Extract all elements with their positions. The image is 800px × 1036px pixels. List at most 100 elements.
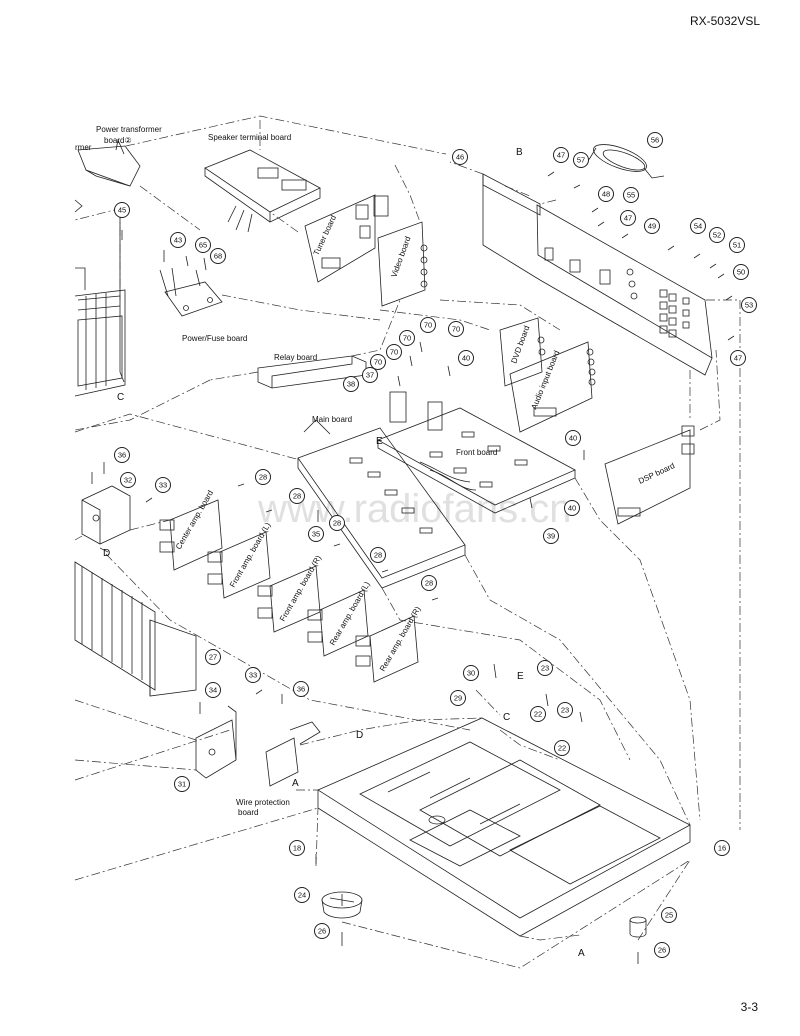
- callout-number: 36: [118, 451, 126, 460]
- wire-protection-board: [265, 721, 321, 787]
- callout-50: 50: [733, 264, 749, 280]
- callout-number: 24: [298, 891, 306, 900]
- callout-circle: [255, 469, 271, 485]
- callout-number: 40: [462, 354, 470, 363]
- callout-circle: [450, 690, 466, 706]
- callout-number: 55: [627, 191, 635, 200]
- audio-input-board: [509, 341, 596, 433]
- callout-38: 38: [343, 376, 359, 392]
- callout-number: 52: [713, 231, 721, 240]
- letter-e-right: E: [517, 671, 524, 682]
- callout-circle: [120, 472, 136, 488]
- callout-circle: [557, 702, 573, 718]
- callout-circle: [543, 528, 559, 544]
- callout-number: 36: [297, 685, 305, 694]
- callout-70d: 70: [386, 344, 402, 360]
- callout-28a: 28: [255, 469, 271, 485]
- main-board-label: Main board: [312, 415, 352, 424]
- callout-circle: [370, 354, 386, 370]
- callout-number: 51: [733, 241, 741, 250]
- callout-number: 31: [178, 780, 186, 789]
- callout-70b: 70: [448, 321, 464, 337]
- callout-39: 39: [543, 528, 559, 544]
- callout-number: 57: [577, 156, 585, 165]
- callout-circle: [195, 237, 211, 253]
- callout-circle: [386, 344, 402, 360]
- callout-circle: [530, 706, 546, 722]
- callout-circle: [598, 186, 614, 202]
- callout-number: 40: [568, 504, 576, 513]
- audio-input-board-label: Audio input board: [530, 349, 562, 411]
- callout-25: 25: [661, 907, 677, 923]
- callout-28c: 28: [329, 515, 345, 531]
- callout-number: 28: [293, 492, 301, 501]
- letter-b: B: [516, 147, 523, 158]
- bracket-32: [81, 485, 131, 545]
- callout-circle: [564, 500, 580, 516]
- callout-circle: [452, 149, 468, 165]
- callout-30: 30: [463, 665, 479, 681]
- callout-18: 18: [289, 840, 305, 856]
- front-amp-board-l-label: Front amp. board (L): [228, 521, 273, 589]
- callout-circle: [644, 218, 660, 234]
- callout-34: 34: [205, 682, 221, 698]
- foot-24: [321, 891, 363, 919]
- callout-number: 29: [454, 694, 462, 703]
- callout-40a: 40: [458, 350, 474, 366]
- callout-number: 46: [456, 153, 464, 162]
- power-transformer-label: Power transformer: [96, 125, 162, 134]
- letter-d-left: D: [103, 548, 110, 559]
- letter-d-mid: D: [356, 730, 363, 741]
- callout-number: 23: [561, 706, 569, 715]
- callout-number: 68: [214, 252, 222, 261]
- callout-circle: [709, 227, 725, 243]
- callout-32: 32: [120, 472, 136, 488]
- front-amp-board-l: [207, 531, 271, 599]
- callout-number: 22: [558, 744, 566, 753]
- assembly-guide-lines: [74, 115, 741, 969]
- callout-number: 28: [374, 551, 382, 560]
- callout-49: 49: [644, 218, 660, 234]
- callout-26a: 26: [314, 923, 330, 939]
- callout-number: 49: [648, 222, 656, 231]
- callout-circle: [370, 547, 386, 563]
- callout-number: 54: [694, 222, 702, 231]
- dvd-board: [499, 317, 546, 387]
- transformer-fragment-label: rmer: [75, 143, 92, 152]
- letter-c-left: C: [117, 392, 124, 403]
- callout-number: 28: [259, 473, 267, 482]
- rear-panel: [482, 173, 713, 376]
- callout-number: 23: [541, 664, 549, 673]
- callout-number: 28: [425, 579, 433, 588]
- callout-16: 16: [714, 840, 730, 856]
- callout-circle: [114, 202, 130, 218]
- callout-number: 40: [569, 434, 577, 443]
- callout-51: 51: [729, 237, 745, 253]
- callout-circle: [293, 681, 309, 697]
- callout-number: 33: [159, 481, 167, 490]
- callout-circle: [314, 923, 330, 939]
- callout-47c: 47: [730, 350, 746, 366]
- relay-board-label: Relay board: [274, 353, 317, 362]
- letter-a-bottom: A: [578, 948, 585, 959]
- callout-35: 35: [308, 526, 324, 542]
- callout-number: 37: [366, 371, 374, 380]
- dsp-board-label: DSP board: [637, 461, 676, 486]
- callout-circle: [661, 907, 677, 923]
- callout-number: 32: [124, 476, 132, 485]
- callout-circle: [620, 210, 636, 226]
- callout-circle: [245, 667, 261, 683]
- callout-circle: [362, 367, 378, 383]
- bracket-31: [195, 705, 237, 779]
- callout-circle: [463, 665, 479, 681]
- callout-number: 48: [602, 190, 610, 199]
- callout-circle: [714, 840, 730, 856]
- letter-e-main: E: [376, 436, 383, 447]
- callout-circle: [210, 248, 226, 264]
- callout-number: 26: [318, 927, 326, 936]
- front-board: [377, 407, 576, 514]
- callout-circle: [205, 682, 221, 698]
- callout-circle: [554, 740, 570, 756]
